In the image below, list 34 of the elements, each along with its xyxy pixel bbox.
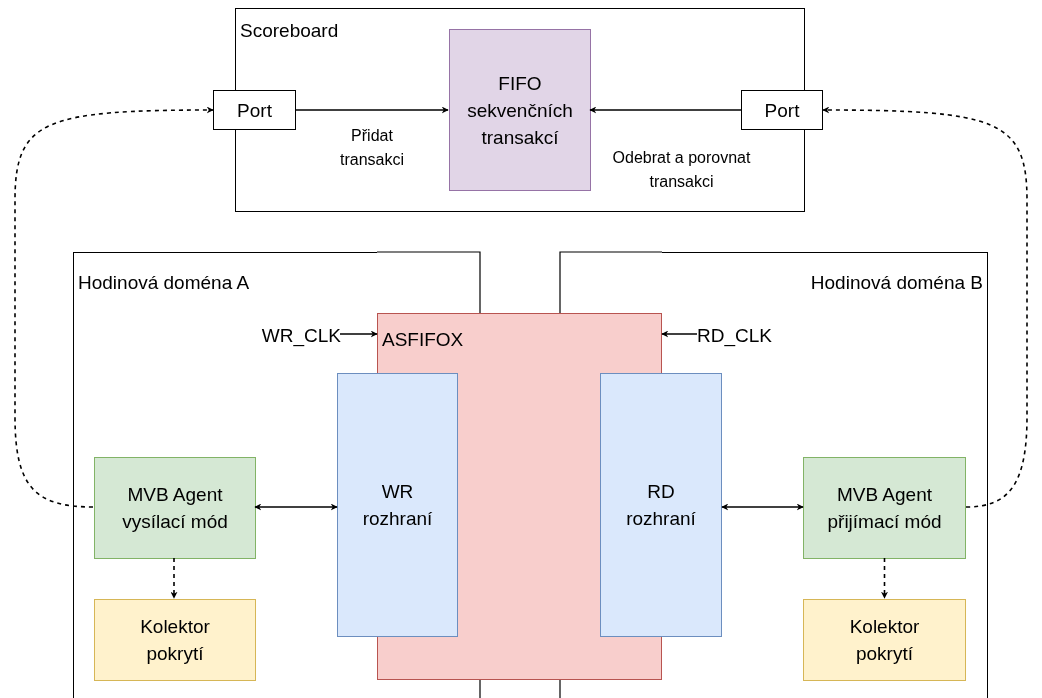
box-label: Kolektor pokrytí [848,615,921,666]
frame-title: Hodinová doména A [78,271,250,295]
arrow [661,330,698,338]
box-label: MVB Agent přijímací mód [826,483,943,534]
box-label: ASFIFOX [382,328,464,352]
port-box [741,90,823,130]
signal-label: RD_CLK [697,323,772,349]
box-label: Port [764,98,800,123]
fifo-box [449,29,591,191]
arrow [589,106,742,114]
arrow [339,330,378,338]
box-label: FIFO sekvenčních transakcí [466,71,574,150]
box-label: RD rozhraní [625,480,697,531]
double-arrow [254,503,338,511]
box-label: WR rozhraní [362,480,433,531]
dashed-curved-arrow [14,106,214,508]
double-arrow [721,503,804,511]
frame-title: Scoreboard [240,19,339,43]
signal-label: WR_CLK [261,323,341,349]
frame-title: Hodinová doména B [810,271,983,295]
agent-box [94,457,256,559]
box-label: Kolektor pokrytí [139,615,211,666]
arrow [170,557,178,599]
arrow [295,106,449,114]
interface-box [337,373,458,637]
interface-box [600,373,722,637]
dashed-curved-arrow [822,106,1028,508]
arrow [881,557,888,599]
collector-box [803,599,966,681]
agent-box [803,457,966,559]
box-label: Port [237,98,272,123]
collector-box [94,599,256,681]
box-label: MVB Agent vysílací mód [121,483,229,534]
port-box [213,90,296,130]
